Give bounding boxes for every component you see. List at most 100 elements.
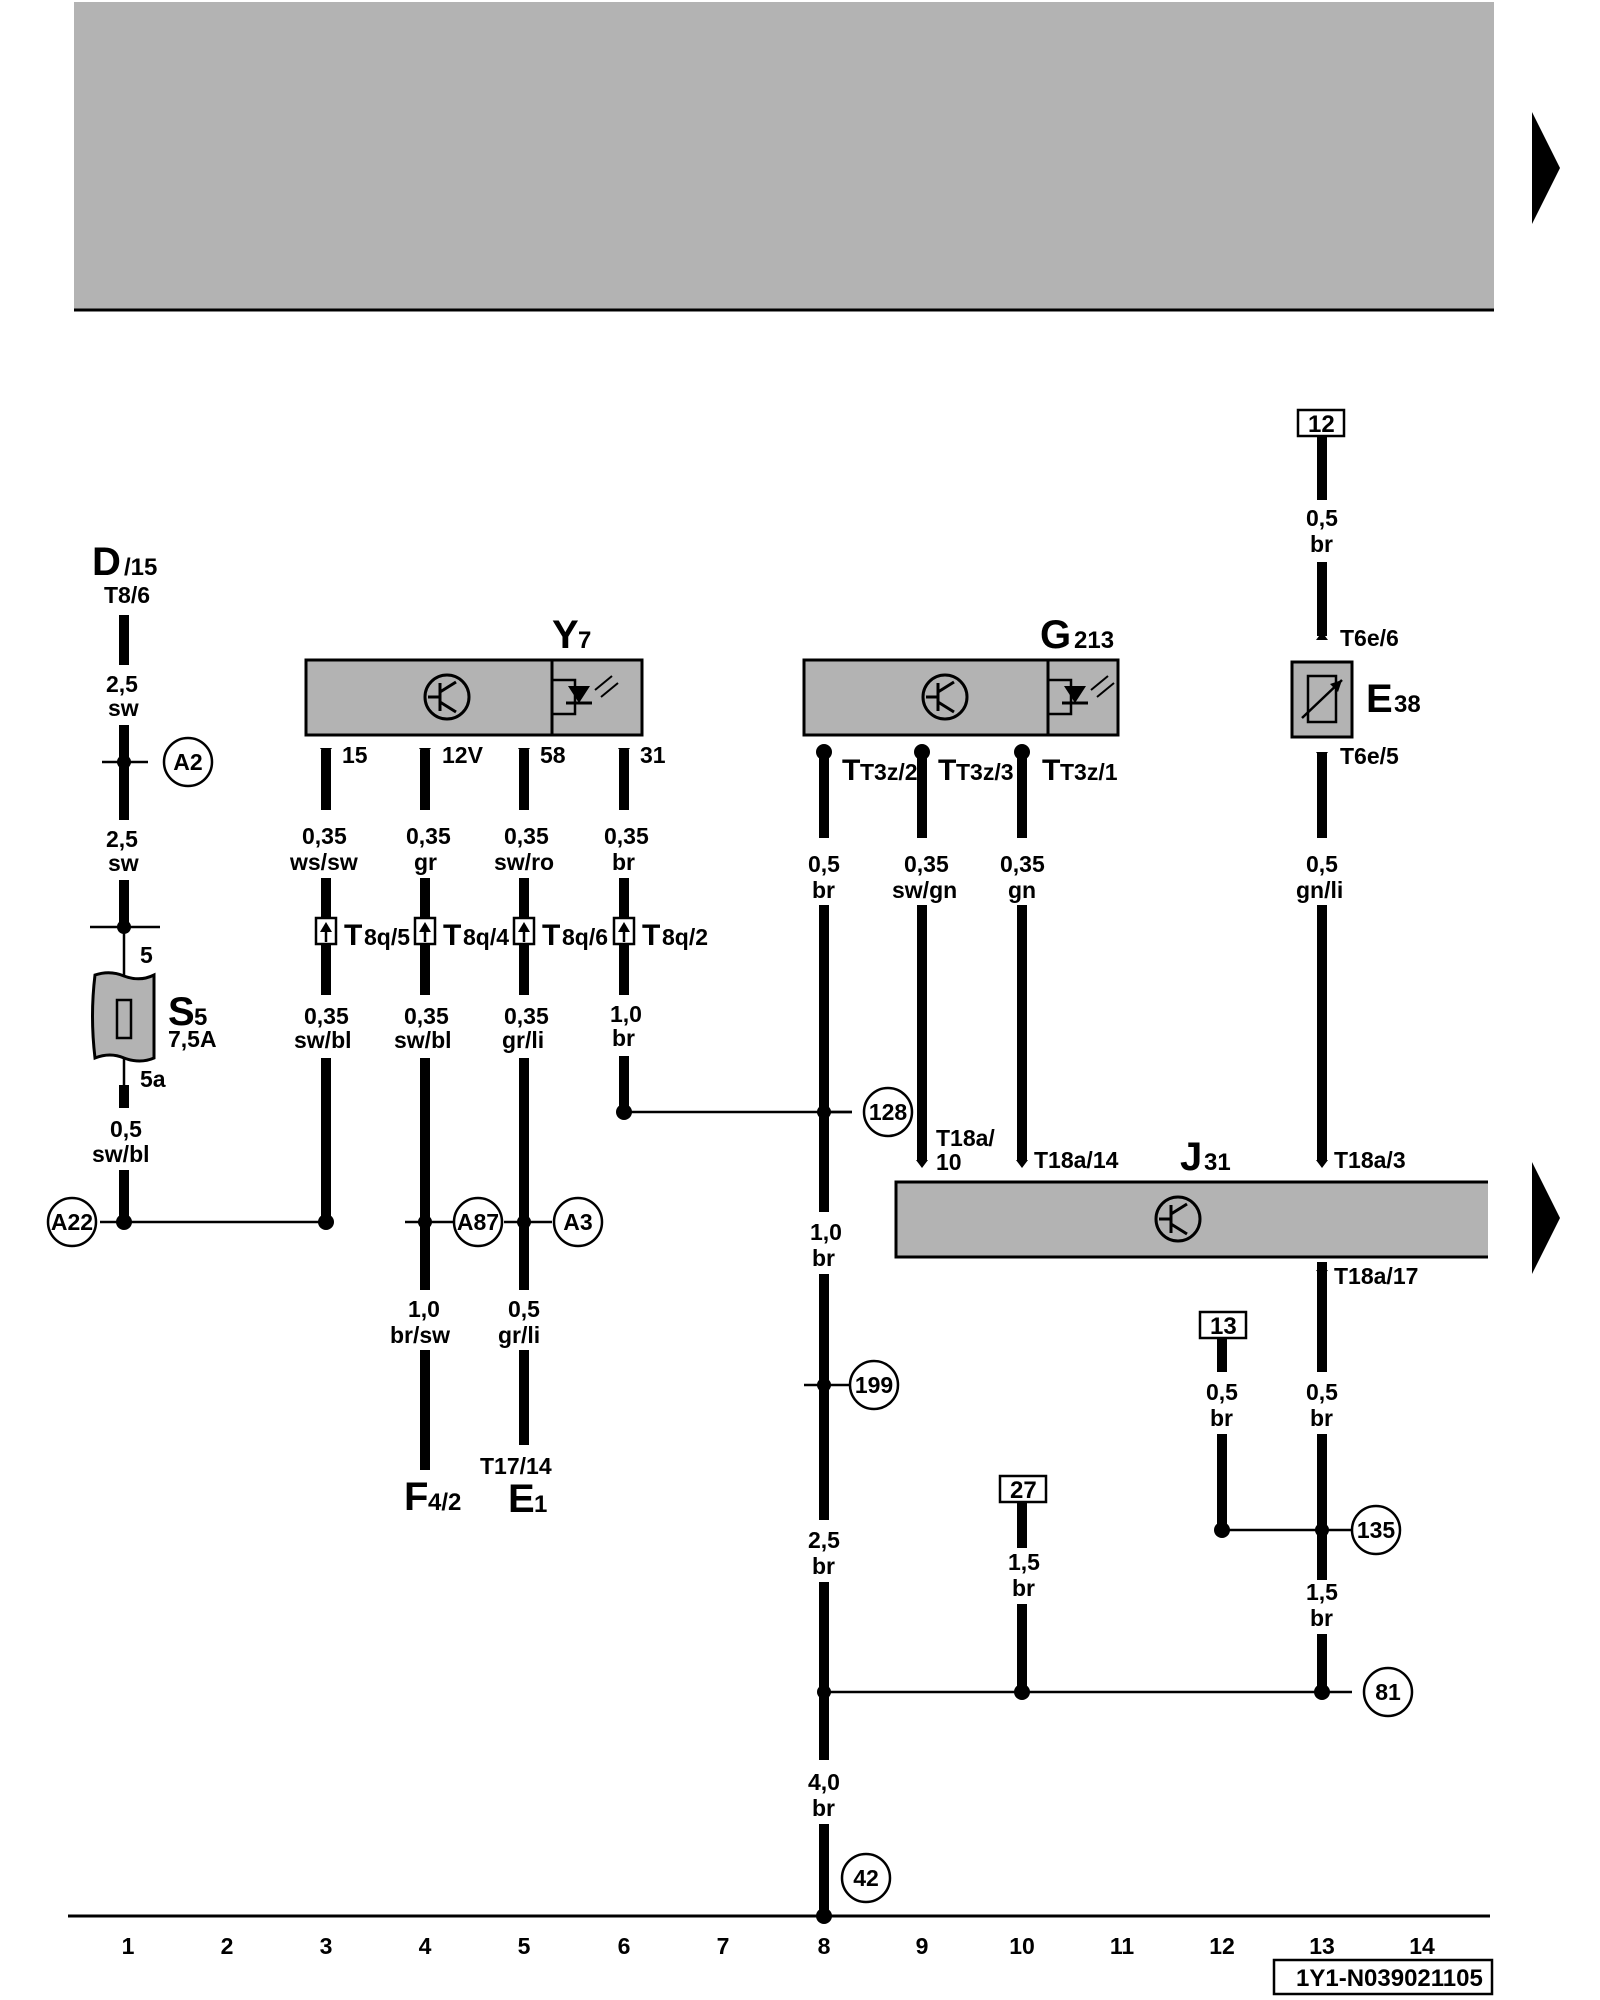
e38-potentiometer-icon bbox=[1301, 674, 1343, 724]
wire-c13-d-color: br bbox=[1310, 1605, 1333, 1631]
ref-12: 12 bbox=[1308, 411, 1335, 438]
y7-wiring: 0,35 ws/sw 0,35 sw/bl 0,35 gr 0,35 sw/bl… bbox=[289, 750, 852, 1521]
svg-text:199: 199 bbox=[855, 1372, 893, 1398]
s5-pin-top: 5 bbox=[140, 942, 153, 968]
connector-icon bbox=[314, 916, 338, 946]
g213-pin-t3z3-name: T bbox=[938, 754, 956, 787]
wire-c13-d-size: 1,5 bbox=[1306, 1579, 1338, 1605]
wire-c8-c-color: br bbox=[812, 1553, 835, 1579]
connector-t8q4-name: T bbox=[443, 919, 461, 952]
y7-transistor-icon bbox=[423, 673, 471, 721]
wire-c8-b-color: br bbox=[812, 1245, 835, 1271]
y7-sub: 7 bbox=[578, 627, 591, 654]
wire-c10-low-size: 1,5 bbox=[1008, 1549, 1040, 1575]
column-number: 7 bbox=[717, 1933, 730, 1959]
svg-text:135: 135 bbox=[1357, 1517, 1396, 1543]
column-number: 9 bbox=[916, 1933, 929, 1959]
wire-d-a-size: 2,5 bbox=[106, 671, 138, 697]
circle-refs: A2 A22 A87 A3 128 199 135 81 bbox=[46, 736, 1414, 1904]
e38-pin-bottom: T6e/5 bbox=[1340, 743, 1399, 769]
column-number: 14 bbox=[1409, 1933, 1435, 1959]
wire-c4-low-color: br/sw bbox=[390, 1322, 450, 1348]
d-name: D bbox=[92, 540, 121, 584]
wire-c12-size: 0,5 bbox=[1206, 1379, 1238, 1405]
g213-transistor-icon bbox=[921, 673, 969, 721]
svg-text:A87: A87 bbox=[457, 1209, 499, 1235]
component-y7: Y 7 15 12V 58 31 bbox=[304, 613, 666, 768]
s5-pin-bottom: 5a bbox=[140, 1066, 166, 1092]
wire-c5-bot-color: gr/li bbox=[502, 1027, 544, 1053]
wire-d-b-color: sw bbox=[108, 850, 139, 876]
circle-ref-a22[interactable]: A22 bbox=[46, 1196, 98, 1248]
e1-name: E bbox=[508, 1477, 535, 1521]
circle-ref-135[interactable]: 135 bbox=[1350, 1504, 1402, 1556]
j31-pin-t18a14: T18a/14 bbox=[1034, 1147, 1119, 1173]
circle-ref-a2[interactable]: A2 bbox=[162, 736, 214, 788]
circle-ref-81[interactable]: 81 bbox=[1362, 1666, 1414, 1718]
circle-ref-a87[interactable]: A87 bbox=[452, 1196, 504, 1248]
d-terminal: T8/6 bbox=[104, 582, 150, 608]
wire-c13-a-size: 0,5 bbox=[1306, 505, 1338, 531]
connector-t8q6-sub: 8q/6 bbox=[562, 924, 608, 950]
column-number: 4 bbox=[419, 1933, 432, 1959]
continue-arrow-top[interactable] bbox=[1532, 112, 1560, 224]
node-c13-bus bbox=[1314, 1684, 1330, 1700]
wire-c5-low-color: gr/li bbox=[498, 1322, 540, 1348]
wire-c8-b-size: 1,0 bbox=[810, 1219, 842, 1245]
column-number: 3 bbox=[320, 1933, 333, 1959]
y7-pin-12v: 12V bbox=[442, 742, 484, 768]
connector-t8q2-sub: 8q/2 bbox=[662, 924, 708, 950]
circuit-column-13: 12 0,5 br T6e/6 E 38 T6e/5 0,5 gn/li T18… bbox=[1290, 408, 1421, 1700]
g213-sub: 213 bbox=[1074, 627, 1114, 654]
wire-c13-a-color: br bbox=[1310, 531, 1333, 557]
connector-t8q5-name: T bbox=[344, 919, 362, 952]
circle-ref-128[interactable]: 128 bbox=[862, 1086, 914, 1138]
j31-name: J bbox=[1180, 1135, 1202, 1179]
ref-27: 27 bbox=[1010, 1477, 1037, 1504]
wire-c3-top-color: ws/sw bbox=[289, 849, 358, 875]
connector-t8q6-name: T bbox=[542, 919, 560, 952]
j31-pin-arrow-10 bbox=[1016, 1160, 1028, 1168]
y7-pin-arrows bbox=[320, 748, 630, 756]
circuit-column-12: 13 0,5 br bbox=[1198, 1310, 1322, 1538]
column-number: 12 bbox=[1209, 1933, 1235, 1959]
y7-pin-31: 31 bbox=[640, 742, 666, 768]
wire-c13-c-size: 0,5 bbox=[1306, 1379, 1338, 1405]
column-number: 2 bbox=[221, 1933, 234, 1959]
wire-s5-out-size: 0,5 bbox=[110, 1116, 142, 1142]
wire-c8-d-color: br bbox=[812, 1795, 835, 1821]
connector-icon bbox=[413, 916, 437, 946]
fuse-s5-body bbox=[91, 971, 156, 1063]
wire-c8-a-color: br bbox=[812, 877, 835, 903]
wire-c5-low-size: 0,5 bbox=[508, 1296, 540, 1322]
s5-rating: 7,5A bbox=[168, 1026, 217, 1052]
column-number: 5 bbox=[518, 1933, 531, 1959]
svg-text:128: 128 bbox=[869, 1099, 908, 1125]
circuit-column-1: D /15 T8/6 2,5 sw 2,5 sw 5 5a S 5 7,5A 0… bbox=[90, 540, 217, 1230]
splice-a2-dot bbox=[117, 755, 131, 769]
circle-ref-199[interactable]: 199 bbox=[848, 1359, 900, 1411]
wire-c4-top-color: gr bbox=[414, 849, 437, 875]
svg-text:A3: A3 bbox=[563, 1209, 592, 1235]
column-numbers: 1 2 3 4 5 6 7 8 9 10 11 12 13 14 bbox=[122, 1933, 1435, 1959]
circuit-column-9: 0,35 sw/gn T18a/ 10 bbox=[892, 744, 995, 1175]
wire-d-b-size: 2,5 bbox=[106, 826, 138, 852]
g213-name: G bbox=[1040, 613, 1071, 657]
y7-pin-58: 58 bbox=[540, 742, 566, 768]
connector-row-t8q: T 8q/5 T 8q/4 T 8q/6 T 8q/2 bbox=[314, 916, 708, 952]
wire-c9-size: 0,35 bbox=[904, 851, 949, 877]
circle-ref-42[interactable]: 42 bbox=[840, 1852, 892, 1904]
y7-led-icon bbox=[552, 675, 619, 716]
g213-pin-t3z2-name: T bbox=[842, 754, 860, 787]
continue-arrow-mid[interactable] bbox=[1532, 1162, 1560, 1274]
circle-ref-a3[interactable]: A3 bbox=[552, 1196, 604, 1248]
wire-c4-bot-color: sw/bl bbox=[394, 1027, 452, 1053]
wire-c6-top-size: 0,35 bbox=[604, 823, 649, 849]
wire-c3-bot-size: 0,35 bbox=[304, 1003, 349, 1029]
f4-sub: 4/2 bbox=[428, 1489, 461, 1516]
circuit-column-8: 0,5 br 1,0 br 2,5 br 4,0 br bbox=[804, 744, 852, 1924]
j31-pin-t18a3: T18a/3 bbox=[1334, 1147, 1406, 1173]
e38-body bbox=[1290, 660, 1354, 739]
footer-code: 1Y1-N039021105 bbox=[1296, 1965, 1483, 1992]
